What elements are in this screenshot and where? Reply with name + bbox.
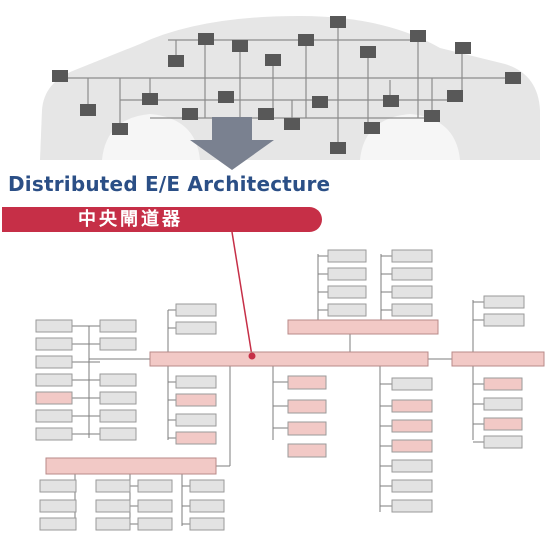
ecu-box [35,391,73,405]
ecu-box [35,355,73,369]
central-gateway-label: 中央閘道器 [2,207,322,232]
car-node [218,91,234,103]
ecu-box [175,303,217,317]
ecu-box [35,409,73,423]
car-node [298,34,314,46]
ecu-box [35,427,73,441]
ecu-boxes [35,249,525,531]
car-node [265,54,281,66]
ecu-box [483,397,523,411]
car-node [424,110,440,122]
ecu-box [99,391,137,405]
ecu-box [189,499,225,513]
car-rear-wheel-arch [360,114,460,160]
ecu-box [327,267,367,281]
car-node [364,122,380,134]
ecu-box [391,303,433,317]
ecu-box [287,375,327,390]
ecu-box [483,377,523,391]
central-bus-bar [149,351,429,367]
car-node [112,123,128,135]
ecu-box [99,319,137,333]
ecu-box [391,377,433,391]
right-bus-bar [451,351,545,367]
ecu-box [391,249,433,263]
ecu-box [391,399,433,413]
ecu-box [391,267,433,281]
ecu-box [483,295,525,309]
car-node [312,96,328,108]
ecu-box [175,375,217,389]
ecu-box [99,373,137,387]
ecu-box [95,517,131,531]
ecu-box [99,409,137,423]
car-node [284,118,300,130]
ecu-box [391,459,433,473]
gateway-point [248,352,256,360]
ecu-box [391,479,433,493]
car-node [52,70,68,82]
ecu-box [483,435,523,449]
ecu-box [35,373,73,387]
ecu-box [175,321,217,335]
car-node [80,104,96,116]
car-node [455,42,471,54]
upper-bus-bar [287,319,439,335]
down-arrow-icon [190,117,274,170]
car-node [330,16,346,28]
diagram-title: Distributed E/E Architecture [8,172,331,196]
ecu-box [175,431,217,445]
ecu-box [327,285,367,299]
ecu-box [137,479,173,493]
ecu-box [99,337,137,351]
ecu-box [39,479,77,493]
car-node [360,46,376,58]
ecu-box [483,313,525,327]
car-node [410,30,426,42]
car-node [198,33,214,45]
architecture-connectors [58,254,484,526]
ecu-box [95,479,131,493]
car-network-illustration [40,16,540,160]
ecu-box [189,479,225,493]
ecu-box [35,319,73,333]
ecu-box [391,439,433,453]
ecu-box [327,249,367,263]
ecu-box [391,285,433,299]
car-node [232,40,248,52]
ecu-box [95,499,131,513]
ecu-box [189,517,225,531]
ecu-box [137,499,173,513]
ecu-box [327,303,367,317]
car-node [258,108,274,120]
car-node [142,93,158,105]
car-node [383,95,399,107]
ecu-box [391,419,433,433]
ecu-box [391,499,433,513]
ecu-box [39,517,77,531]
ecu-box [35,337,73,351]
gateway-pointer-line [231,231,253,357]
car-node [447,90,463,102]
ecu-box [287,443,327,458]
ecu-box [483,417,523,431]
ecu-box [99,427,137,441]
car-node [168,55,184,67]
car-ecu-nodes [52,16,521,154]
ecu-box [175,393,217,407]
car-node [505,72,521,84]
ecu-box [39,499,77,513]
bus-bars [45,319,545,475]
car-node [330,142,346,154]
car-node [182,108,198,120]
lower-bus-bar [45,457,217,475]
ecu-box [287,399,327,414]
ecu-box [287,421,327,436]
ecu-box [175,413,217,427]
ecu-box [137,517,173,531]
